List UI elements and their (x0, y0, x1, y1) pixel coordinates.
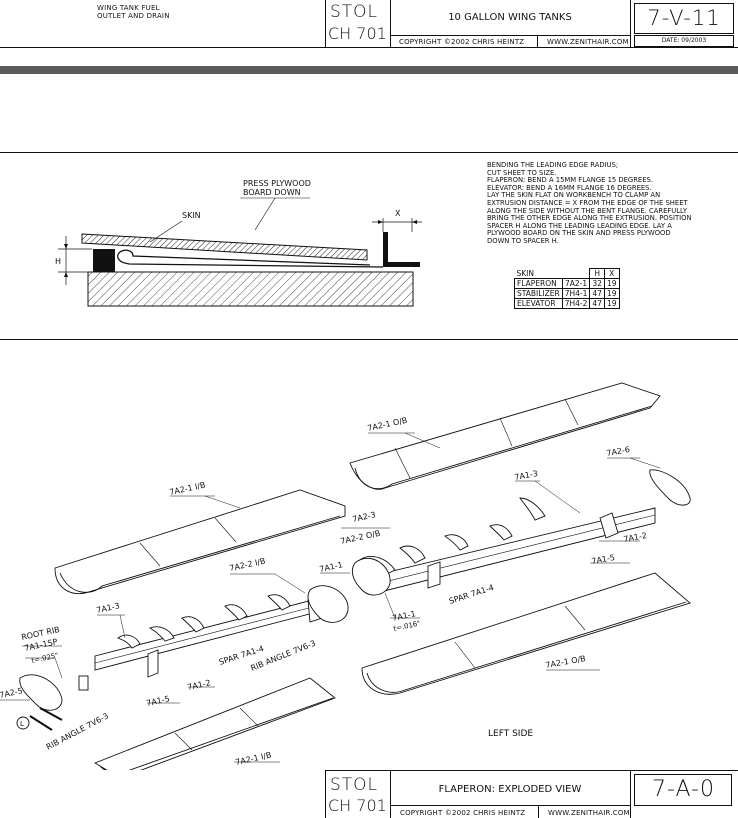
table-row: FLAPERON 7A2-1 32 19 (514, 278, 620, 289)
rib-7A2-2-ob (307, 585, 349, 623)
label-spar-right: SPAR 7A1-4 (448, 583, 495, 606)
skin-sheet (117, 249, 384, 268)
press-label-2: BOARD DOWN (243, 188, 301, 197)
label-7A2-6: 7A2-6 (606, 445, 631, 458)
top-drawing-number: 7-V-11 (647, 6, 721, 30)
bottom-website: WWW.ZENITHAIR.COM (548, 809, 630, 817)
label-7A1-3-right: 7A1-3 (514, 469, 539, 482)
label-rib-angle-left: RIB ANGLE 7V6-3 (45, 711, 110, 751)
label-thickness-025: t=.025" (31, 651, 59, 665)
label-7A1-3-left: 7A1-3 (96, 601, 121, 615)
rib-7A1-1-outboard (351, 557, 391, 596)
end-rib-7A2-6 (649, 469, 691, 506)
top-date: DATE: 09/2003 (661, 37, 707, 44)
bottom-title-block: STOL CH 701 FLAPERON: EXPLODED VIEW COPY… (325, 770, 738, 818)
top-title-block: WING TANK FUEL OUTLET AND DRAIN STOL CH … (0, 0, 738, 48)
top-model-line1: STOL (330, 2, 379, 22)
label-7A2-1-ib-upper: 7A2-1 I/B (169, 481, 207, 497)
skin-ob-upper (349, 382, 661, 490)
table-row: STABILIZER 7H4-1 47 19 (514, 288, 620, 299)
top-date-box (634, 35, 734, 47)
skin-ib-lower (93, 677, 336, 770)
bottom-drawing-title: FLAPERON: EXPLODED VIEW (438, 784, 582, 795)
dim-h-label: H (55, 257, 61, 266)
label-7A1-5-right: 7A1-5 (591, 553, 616, 566)
skin-ob-lower (361, 572, 691, 695)
workbench (87, 271, 414, 307)
top-website: WWW.ZENITHAIR.COM (547, 38, 629, 46)
label-7A1-2-right: 7A1-2 (623, 531, 648, 544)
bottom-drawing-number-box (634, 774, 732, 806)
skin-table-header: SKIN H X (515, 268, 620, 279)
detail-drawing: H X SKIN PRESS PLYWOOD BOARD DOWN (55, 179, 422, 307)
exploded-view: 7A2-1 O/B 7A2-6 7A1-3 7A2-1 I/B 7A2-3 7A… (0, 382, 691, 770)
label-7A2-3: 7A2-3 (352, 510, 377, 524)
bottom-model-line1: STOL (330, 775, 379, 795)
label-left-side: LEFT SIDE (488, 729, 533, 739)
table-row: ELEVATOR 7H4-2 47 19 (514, 298, 620, 309)
label-7A2-1-ob-upper: 7A2-1 O/B (367, 416, 409, 433)
skin-table-wrap: SKIN H X FLAPERON 7A2-1 32 19 STABILIZER… (514, 268, 620, 309)
spacer-block (93, 249, 115, 272)
label-7A2-2-ob: 7A2-2 O/B (340, 529, 382, 546)
label-7A1-2-left: 7A1-2 (187, 678, 212, 692)
label-7A2-2-ib: 7A2-2 I/B (229, 557, 267, 573)
extrusion-angle (383, 232, 420, 267)
label-7A2-1-ib-lower: 7A2-1 I/B (235, 751, 273, 767)
bottom-model-line2: CH 701 (328, 796, 387, 815)
plywood-board (81, 233, 368, 261)
label-7A1-5-left: 7A1-5 (146, 694, 171, 708)
separator-bar (0, 66, 738, 74)
bottom-copyright: COPYRIGHT ©2002 CHRIS HEINTZ (400, 809, 526, 817)
label-rib-angle-right: RIB ANGLE 7V6-3 (249, 639, 317, 673)
top-model-line2: CH 701 (328, 24, 387, 43)
label-7A1-1-upper: 7A1-1 (319, 560, 344, 574)
dim-x-label: X (395, 209, 401, 218)
top-drawing-number-box (634, 3, 734, 34)
top-drawing-title: 10 GALLON WING TANKS (448, 12, 572, 23)
bending-instructions: BENDING THE LEADING EDGE RADIUS; CUT SHE… (487, 161, 692, 245)
skin-table: SKIN H X FLAPERON 7A2-1 32 19 STABILIZER… (514, 268, 620, 309)
bracket-7A2-5 (78, 675, 89, 691)
skin-ib-upper (54, 489, 346, 595)
label-7A2-5: 7A2-5 (0, 686, 24, 700)
top-copyright: COPYRIGHT ©2002 CHRIS HEINTZ (399, 38, 525, 46)
skin-label: SKIN (182, 211, 201, 220)
label-L: L (20, 720, 24, 728)
bottom-drawing-number: 7-A-0 (652, 777, 715, 802)
label-7A2-1-ob-lower: 7A2-1 O/B (545, 654, 587, 670)
detail-panel (0, 152, 738, 340)
press-label-1: PRESS PLYWOOD (243, 179, 311, 188)
hinge-circle (16, 716, 30, 730)
top-note: WING TANK FUEL OUTLET AND DRAIN (97, 4, 170, 20)
root-rib (19, 674, 63, 711)
